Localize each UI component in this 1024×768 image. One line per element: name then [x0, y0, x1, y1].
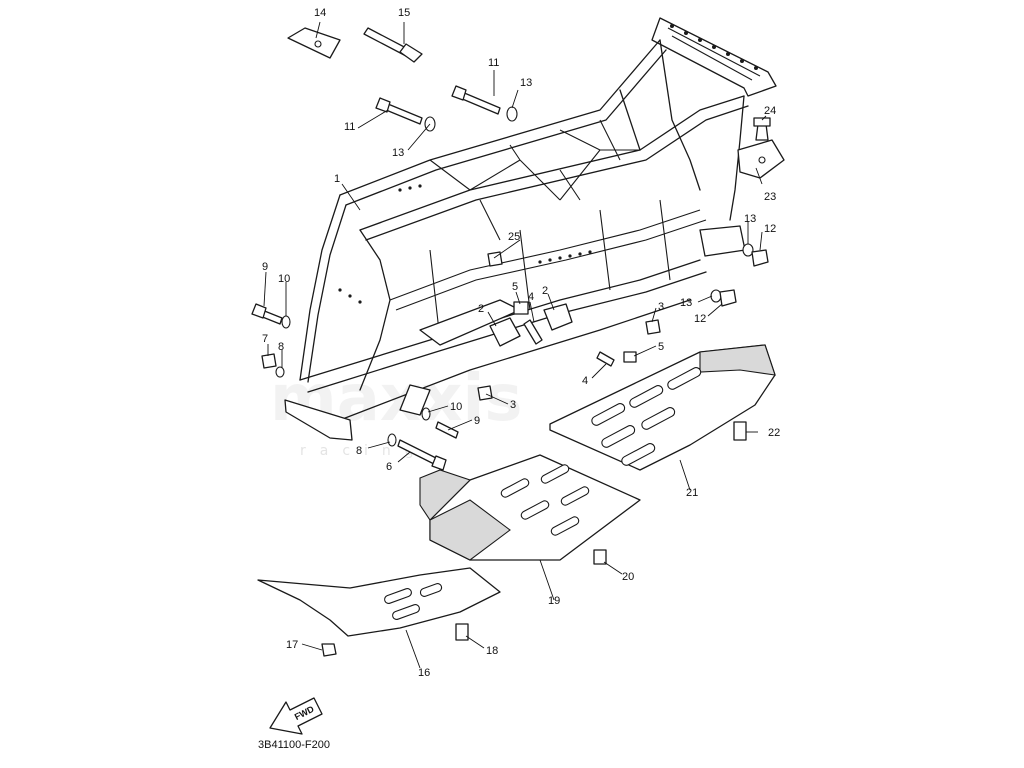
callout-15: 15	[398, 7, 410, 19]
part-20-bolt	[593, 549, 607, 565]
callout-11-upper: 11	[488, 57, 499, 69]
part-18-bolt	[455, 623, 469, 641]
callout-8-lower: 8	[356, 445, 362, 457]
callout-5-upper: 5	[512, 281, 518, 293]
part-8-washer-lower	[387, 433, 397, 447]
callout-16: 16	[418, 667, 430, 679]
callout-4-upper: 4	[528, 291, 534, 303]
callout-22: 22	[768, 427, 780, 439]
part-10-washer-left	[281, 315, 291, 329]
part-16-front-skid-plate	[257, 567, 501, 637]
callout-1: 1	[334, 173, 340, 185]
callout-8-left: 8	[278, 341, 284, 353]
part-3-nut-lower	[477, 385, 493, 401]
part-24-bolt	[753, 117, 771, 141]
part-11-bolt-upper	[451, 85, 501, 115]
callout-14: 14	[314, 7, 326, 19]
callout-13-left: 13	[392, 147, 404, 159]
callout-10-left: 10	[278, 273, 290, 285]
part-4-bolt-lower	[596, 351, 615, 367]
callout-5-lower: 5	[658, 341, 664, 353]
callout-18: 18	[486, 645, 498, 657]
frame-assembly	[284, 17, 777, 441]
diagram-code: 3B41100-F200	[258, 739, 330, 751]
callout-4-lower: 4	[582, 375, 588, 387]
callout-11-left: 11	[344, 121, 355, 133]
part-15-pin	[363, 27, 423, 63]
callout-9-left: 9	[262, 261, 268, 273]
part-2-mount-right	[543, 303, 573, 331]
callout-13-upper: 13	[520, 77, 532, 89]
part-22-bolt	[733, 421, 747, 441]
part-11-bolt-left	[375, 97, 423, 125]
callout-21: 21	[686, 487, 698, 499]
part-5-bolt-upper	[513, 301, 529, 315]
leader-lines	[263, 21, 767, 669]
fwd-arrow: FWD	[269, 697, 323, 735]
callout-3-lower: 3	[510, 399, 516, 411]
part-4-bolt-upper	[523, 319, 543, 345]
callout-3-upper: 3	[658, 301, 664, 313]
callout-numbers: 14 15 11 13 11 13 1 24 23 13 12 13 12 25…	[262, 7, 780, 679]
callout-17: 17	[286, 639, 298, 651]
part-19-middle-skid-plate	[419, 454, 641, 561]
callout-24: 24	[764, 105, 776, 117]
part-14-bracket	[287, 27, 341, 59]
callout-12-right: 12	[764, 223, 776, 235]
watermark-sub: racing	[300, 443, 428, 459]
callout-6: 6	[386, 461, 392, 473]
callout-10-lower: 10	[450, 401, 462, 413]
part-12-nuts	[719, 249, 769, 307]
callout-9-lower: 9	[474, 415, 480, 427]
part-21-rear-skid-plate	[549, 344, 776, 471]
part-9-bolt-left	[251, 303, 283, 325]
callout-13-right: 13	[744, 213, 756, 225]
callout-25: 25	[508, 231, 520, 243]
part-6-bolt	[397, 439, 447, 471]
part-25-clip	[487, 251, 503, 267]
part-5-bolt-lower	[623, 351, 637, 363]
callout-20: 20	[622, 571, 634, 583]
part-8-washer-left	[275, 366, 285, 378]
part-3-nut-upper	[645, 319, 661, 335]
callout-13-lower: 13	[680, 297, 692, 309]
part-2-mount-left	[489, 317, 521, 347]
callout-23: 23	[764, 191, 776, 203]
callout-12-lower: 12	[694, 313, 706, 325]
callout-19: 19	[548, 595, 560, 607]
part-7-nut	[261, 353, 277, 369]
callout-2-left: 2	[478, 303, 484, 315]
part-10-washer-lower	[421, 407, 431, 421]
part-17-bolt	[321, 643, 337, 657]
callout-2-right: 2	[542, 285, 548, 297]
callout-7: 7	[262, 333, 268, 345]
part-23-bracket	[737, 139, 785, 179]
